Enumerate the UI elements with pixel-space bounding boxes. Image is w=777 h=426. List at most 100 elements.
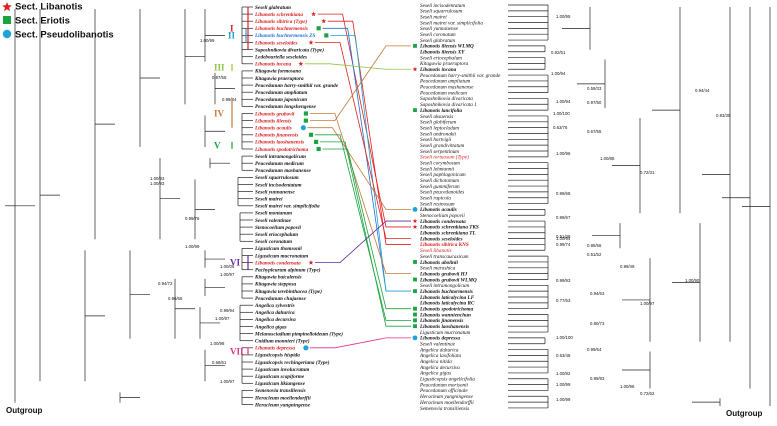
support-value: 1.00/100 <box>556 335 573 340</box>
taxon-label: Semenovia transiliensis <box>420 406 469 412</box>
support-value: 0.94/63 <box>590 291 605 296</box>
star-icon <box>311 11 316 17</box>
support-value: 1.00/06 <box>220 264 235 269</box>
taxon-label: Kitagawia formosana <box>254 69 301 75</box>
taxon-label: Ligusticum mucronatum <box>254 253 308 259</box>
connector-line <box>315 220 411 264</box>
connector-line <box>327 20 411 245</box>
taxon-label: Seseli eriocephalum <box>255 232 298 238</box>
taxon-label: Libanotis iliensis <box>254 118 291 124</box>
support-value: 1.00/94 <box>556 236 571 241</box>
taxon-label: Seseli valentinae <box>420 342 456 348</box>
taxon-label: Angelica gigas <box>419 371 451 377</box>
taxon-label: Libanotis buchtormensis <box>254 26 308 32</box>
taxon-label: Melanosciadium pimpinelloideum (Type) <box>254 330 343 337</box>
support-value: 1.00/94 <box>551 71 566 76</box>
star-icon <box>321 18 327 24</box>
connector-line <box>309 45 411 121</box>
taxon-label: Libanotis spodotrichoma <box>419 306 474 312</box>
taxon-label: Stenocoelium popovii <box>420 213 465 219</box>
support-value: 0.99/94 <box>220 308 235 313</box>
taxon-label: Angelica dahurica <box>419 347 459 353</box>
square-icon <box>314 139 319 144</box>
taxon-label: Seseli andronakii <box>420 131 457 137</box>
connector-line <box>330 35 411 292</box>
taxon-label: Seseli montanum <box>255 211 292 217</box>
taxon-label: Ligusticum scapiforme <box>254 374 305 380</box>
taxon-label: Libanotis acaulis <box>254 126 292 132</box>
support-value: 0.99/49 <box>620 264 635 269</box>
taxon-label: Libanotis laoshanensis <box>419 324 469 330</box>
taxon-label: Seseli yunnanense <box>255 189 295 195</box>
support-value: 1.00/82 <box>556 371 571 376</box>
support-value: 1.00/99 <box>200 38 215 43</box>
taxon-label: Peucedanum chujaense <box>255 296 307 302</box>
taxon-label: Libanotis grubovii HJ <box>419 271 468 277</box>
square-icon <box>413 277 417 282</box>
taxon-label: Angelica nitida <box>419 359 452 365</box>
taxon-label: Seseli incisodentatum <box>420 3 465 9</box>
taxon-label: Kitagawia stepposa <box>254 282 296 288</box>
taxon-label: Seseli dichotomum <box>420 178 459 184</box>
taxon-label: Seseli eriocephalum <box>420 55 462 61</box>
support-value: 0.67/55 <box>587 129 602 134</box>
taxon-label: Libanotis incana <box>419 67 457 73</box>
taxon-label: Seseli mairei <box>420 14 447 20</box>
square-icon <box>413 43 417 48</box>
support-value: 0.94/72 <box>158 281 173 286</box>
legend-label-pseudolibanotis: Sect. Pseudolibanotis <box>15 30 114 41</box>
taxon-label: Seseli valentinae <box>255 218 292 224</box>
taxon-label: Peucedanum longshengense <box>255 104 317 110</box>
support-value: 1.00/99 <box>556 397 571 402</box>
connector-line <box>315 134 411 321</box>
taxon-label: Peucedanum ampliatum <box>419 79 471 85</box>
taxon-label: Seseli tortuosum (Type) <box>420 154 469 161</box>
square-icon <box>316 146 321 152</box>
taxon-label: Ligusticopsis rechingeriana (Type) <box>254 359 330 366</box>
connector-line <box>317 13 411 228</box>
taxon-label: Seseli mairei var. simplicifolia <box>420 19 483 26</box>
taxon-label: Seseli corymbosum <box>420 160 460 166</box>
taxon-label: Ligusticopsis angelicifolia <box>419 376 475 383</box>
taxon-label: Libanotis iliensis WLMQ <box>419 44 474 50</box>
support-value: 0.99/74 <box>556 242 571 247</box>
taxon-label: Peucedanum ampliatum <box>255 90 307 96</box>
taxon-label: Seseli lehmannii <box>420 166 455 172</box>
taxon-label: Peucedanum medicum <box>255 161 304 167</box>
taxon-label: Angelica gigas <box>254 324 287 330</box>
support-value: 0.92/51 <box>551 50 566 55</box>
taxon-label: Seseli gummiferum <box>420 183 460 190</box>
taxon-label: Libanotis grubovii WLMQ <box>419 277 477 283</box>
legend-label-libanotis: Sect. Libanotis <box>15 2 83 13</box>
taxon-label: Libanotis acaulis <box>419 207 457 213</box>
taxon-label: Seseli paphlagonicum <box>420 172 466 178</box>
taxon-label: Libanotis seseloides <box>254 40 298 46</box>
taxon-label: Peucedanum harry-smithii var. grande <box>419 73 501 79</box>
star-icon <box>308 260 314 265</box>
support-value: 0.80/73 <box>590 321 605 326</box>
support-value: 0.96/66 <box>168 296 183 301</box>
support-value: 0.99/68 <box>556 191 571 196</box>
support-value: 0.68/61 <box>212 360 227 365</box>
square-icon <box>413 324 417 329</box>
support-value: 0.94/44 <box>695 88 710 93</box>
taxon-label: Seseli coronatum <box>420 32 456 38</box>
clade-label: V <box>214 140 221 150</box>
support-value: 1.00/99 <box>556 382 571 387</box>
connector-line <box>307 127 411 210</box>
taxon-label: Heracleum yungningense <box>419 394 474 400</box>
star-icon <box>308 39 314 45</box>
taxon-label: Seseli glabratum <box>255 5 291 11</box>
support-value: 0.99/93 <box>590 376 605 381</box>
taxon-label: Kitagawia praeruptora <box>254 76 304 82</box>
circle-icon <box>412 207 418 212</box>
support-value: 0.99/93 <box>556 278 571 283</box>
taxon-label: Ledebouriella seseloides <box>254 55 307 61</box>
legend-label-eriotis: Sect. Eriotis <box>15 16 70 27</box>
taxon-label: Seseli transcaucasicum <box>420 254 469 260</box>
star-icon <box>2 2 12 12</box>
support-value: 0.51/38 <box>556 234 571 239</box>
square-icon <box>413 108 417 113</box>
connector-line <box>322 148 411 310</box>
